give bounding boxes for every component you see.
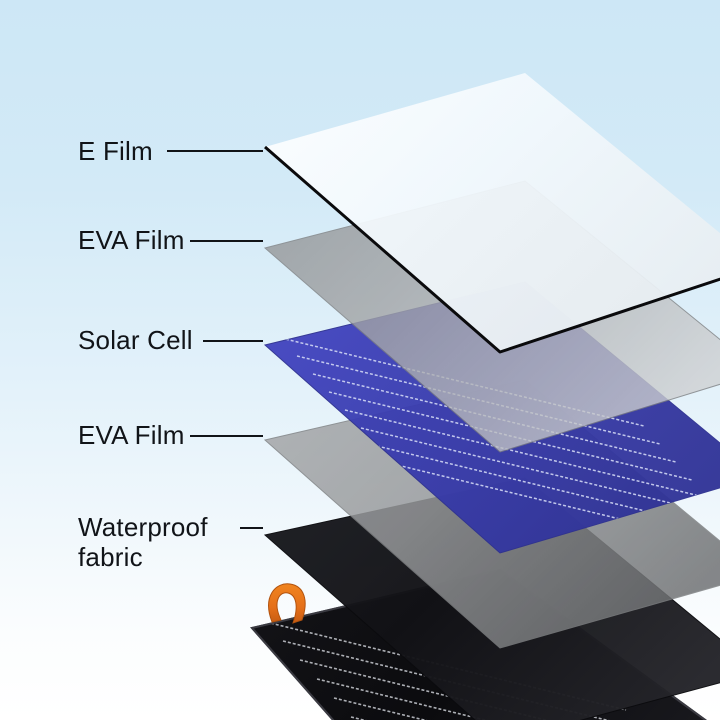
label-waterproof-fabric: Waterproof fabric — [78, 512, 208, 572]
label-solar-cell: Solar Cell — [78, 325, 193, 355]
layer-e-film — [264, 73, 720, 354]
label-eva-film-bottom: EVA Film — [78, 420, 185, 450]
leader-line-waterproof — [240, 527, 263, 529]
leader-line-e-film — [167, 150, 263, 152]
e-film-front-edge — [264, 145, 720, 354]
label-eva-film-top: EVA Film — [78, 225, 185, 255]
label-e-film: E Film — [78, 136, 153, 166]
leader-line-eva-top — [190, 240, 263, 242]
hang-loop-icon — [268, 583, 306, 624]
e-film-surface — [265, 73, 720, 352]
leader-line-solar-cell — [203, 340, 263, 342]
leader-line-eva-bottom — [190, 435, 263, 437]
